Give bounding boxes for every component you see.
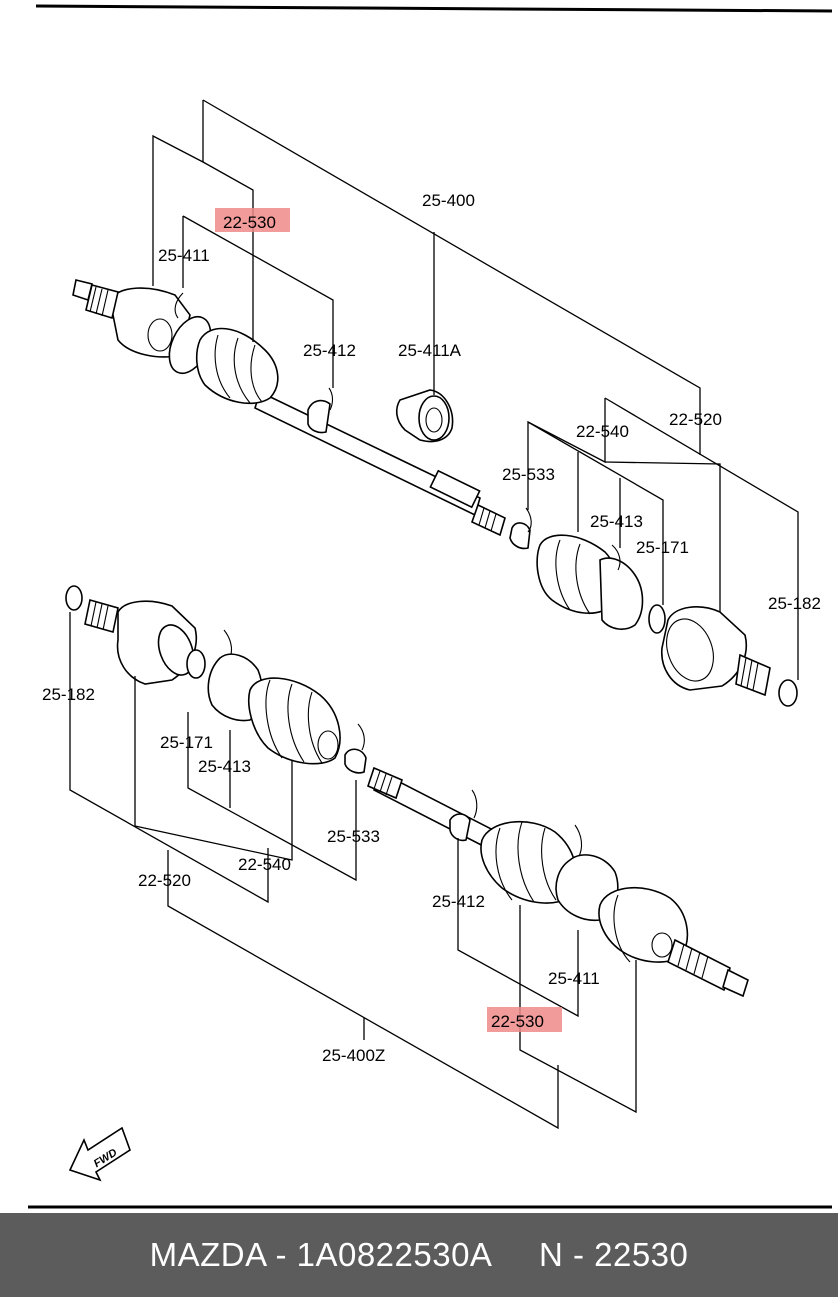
label-22-540-top: 22-540 bbox=[576, 422, 629, 441]
footer-part-number: MAZDA - 1A0822530A N - 22530 bbox=[149, 1236, 689, 1273]
label-25-400z: 25-400Z bbox=[322, 1046, 385, 1065]
label-25-182-bottom: 25-182 bbox=[42, 685, 95, 704]
fwd-arrow-icon: FWD bbox=[68, 1126, 131, 1182]
label-25-171-bottom: 25-171 bbox=[160, 733, 213, 752]
label-22-540-bottom: 22-540 bbox=[238, 855, 291, 874]
label-22-530-top: 22-530 bbox=[223, 213, 276, 232]
label-22-520-bottom: 22-520 bbox=[138, 871, 191, 890]
label-25-533-bottom: 25-533 bbox=[327, 827, 380, 846]
upper-shaft-assembly bbox=[72, 279, 798, 707]
label-25-411-bottom: 25-411 bbox=[548, 969, 600, 988]
label-25-412-bottom: 25-412 bbox=[432, 892, 485, 911]
label-25-413-bottom: 25-413 bbox=[198, 757, 251, 776]
label-25-413-top: 25-413 bbox=[590, 512, 643, 531]
label-25-400: 25-400 bbox=[422, 191, 475, 210]
highlight-22-530-top bbox=[215, 208, 290, 232]
label-25-182-top: 25-182 bbox=[768, 594, 821, 613]
label-25-411-top: 25-411 bbox=[158, 246, 210, 265]
label-22-530-bottom: 22-530 bbox=[491, 1012, 544, 1031]
footer-bar: MAZDA - 1A0822530A N - 22530 bbox=[0, 1213, 838, 1297]
label-22-520-top: 22-520 bbox=[669, 410, 722, 429]
lower-shaft-assembly bbox=[65, 585, 749, 998]
highlight-22-530-bottom bbox=[487, 1007, 562, 1032]
label-25-412-top: 25-412 bbox=[303, 341, 356, 360]
label-25-171-top: 25-171 bbox=[636, 538, 689, 557]
top-border-line bbox=[35, 4, 833, 13]
label-25-411a: 25-411A bbox=[398, 341, 462, 360]
label-25-533-top: 25-533 bbox=[502, 465, 555, 484]
leader-lines-top bbox=[152, 99, 799, 680]
leader-lines-bottom bbox=[69, 612, 637, 1130]
